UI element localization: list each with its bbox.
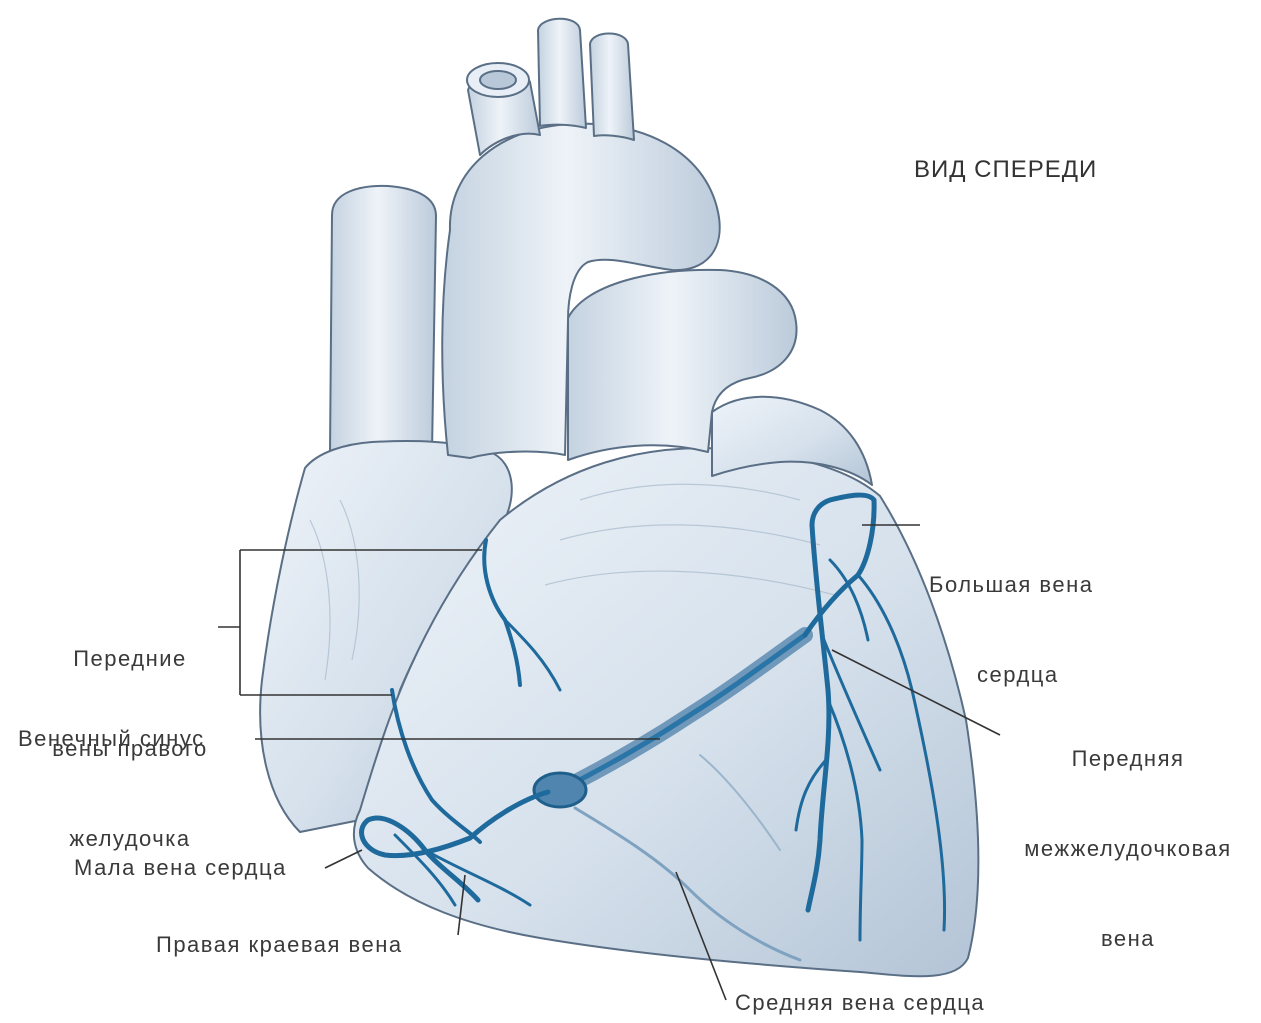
superior-vena-cava [330,186,436,452]
view-title: ВИД СПЕРЕДИ [914,156,1097,184]
label-line: желудочка [44,824,216,854]
label-line: Большая вена [929,570,1093,600]
label-anterior-interventricular-vein: Передняя межжелудочковая вена [1000,684,1256,984]
label-line: межжелудочковая [1000,834,1256,864]
label-line: Передняя [1000,744,1256,774]
label-line: вена [1000,924,1256,954]
left-subclavian [590,34,634,141]
label-line: Передние [44,644,216,674]
label-right-marginal-vein: Правая краевая вена [156,930,403,960]
coronary-sinus-opening [534,773,586,807]
left-common-carotid [538,19,586,128]
leader-small-cardiac-vein [325,850,362,868]
label-coronary-sinus: Венечный синус [18,724,205,754]
label-small-cardiac-vein: Мала вена сердца [74,853,287,883]
label-middle-cardiac-vein: Средняя вена сердца [735,988,985,1018]
